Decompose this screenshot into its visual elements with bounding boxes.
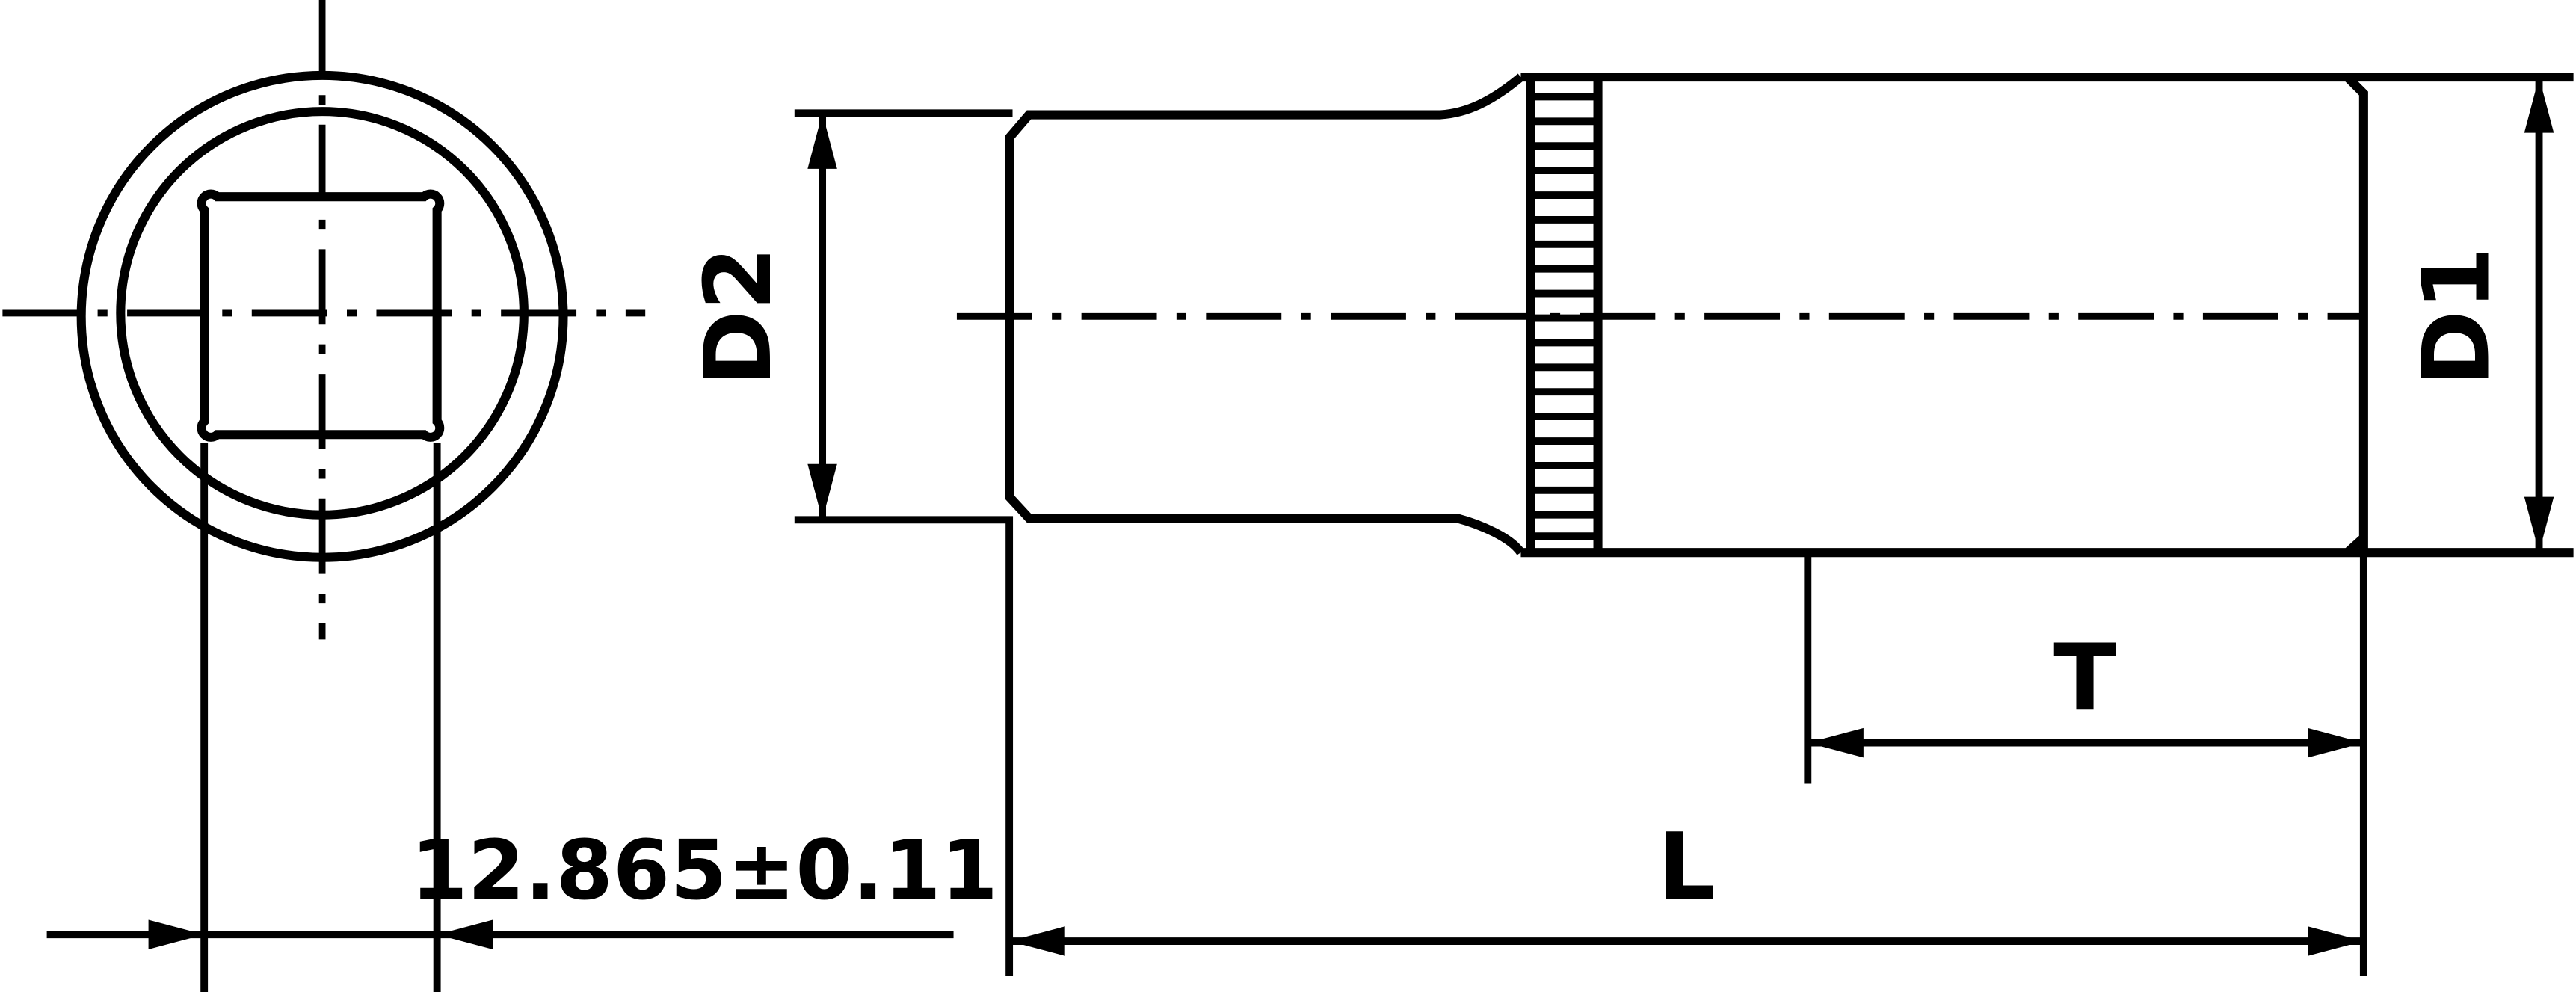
d1-label: D1	[2403, 247, 2510, 386]
dimension-l: L	[1009, 813, 2364, 956]
arrowhead	[1009, 926, 1065, 956]
arrowhead	[1808, 727, 1864, 758]
outer-circle	[76, 70, 568, 562]
arrowhead	[2308, 926, 2364, 956]
square-drive-dimension-label: 12.865±0.11	[410, 822, 998, 918]
square-drive-opening	[197, 189, 445, 442]
dimension-d1: D1	[2403, 77, 2554, 553]
knurled-band	[1526, 77, 1603, 553]
l-label: L	[1657, 813, 1716, 920]
knurl-ridges	[1530, 93, 1598, 540]
arrowhead	[148, 919, 205, 949]
t-label: T	[2053, 625, 2116, 732]
arrowhead	[807, 463, 837, 520]
arrowhead	[437, 919, 493, 949]
arrowhead	[2524, 77, 2554, 133]
dimension-t: T	[1804, 555, 2367, 976]
arrowhead	[2308, 727, 2364, 758]
extension-line-d2-bottom	[794, 516, 1014, 976]
d2-label: D2	[685, 247, 792, 386]
arrowhead	[2524, 496, 2554, 553]
body-outline	[1005, 73, 2574, 558]
end-view: 12.865±0.11	[2, 0, 998, 992]
inner-circle	[116, 107, 529, 520]
dimension-d2: D2	[685, 109, 1014, 976]
arrowhead	[807, 113, 837, 169]
side-view: D2 D1 T L	[685, 73, 2574, 976]
